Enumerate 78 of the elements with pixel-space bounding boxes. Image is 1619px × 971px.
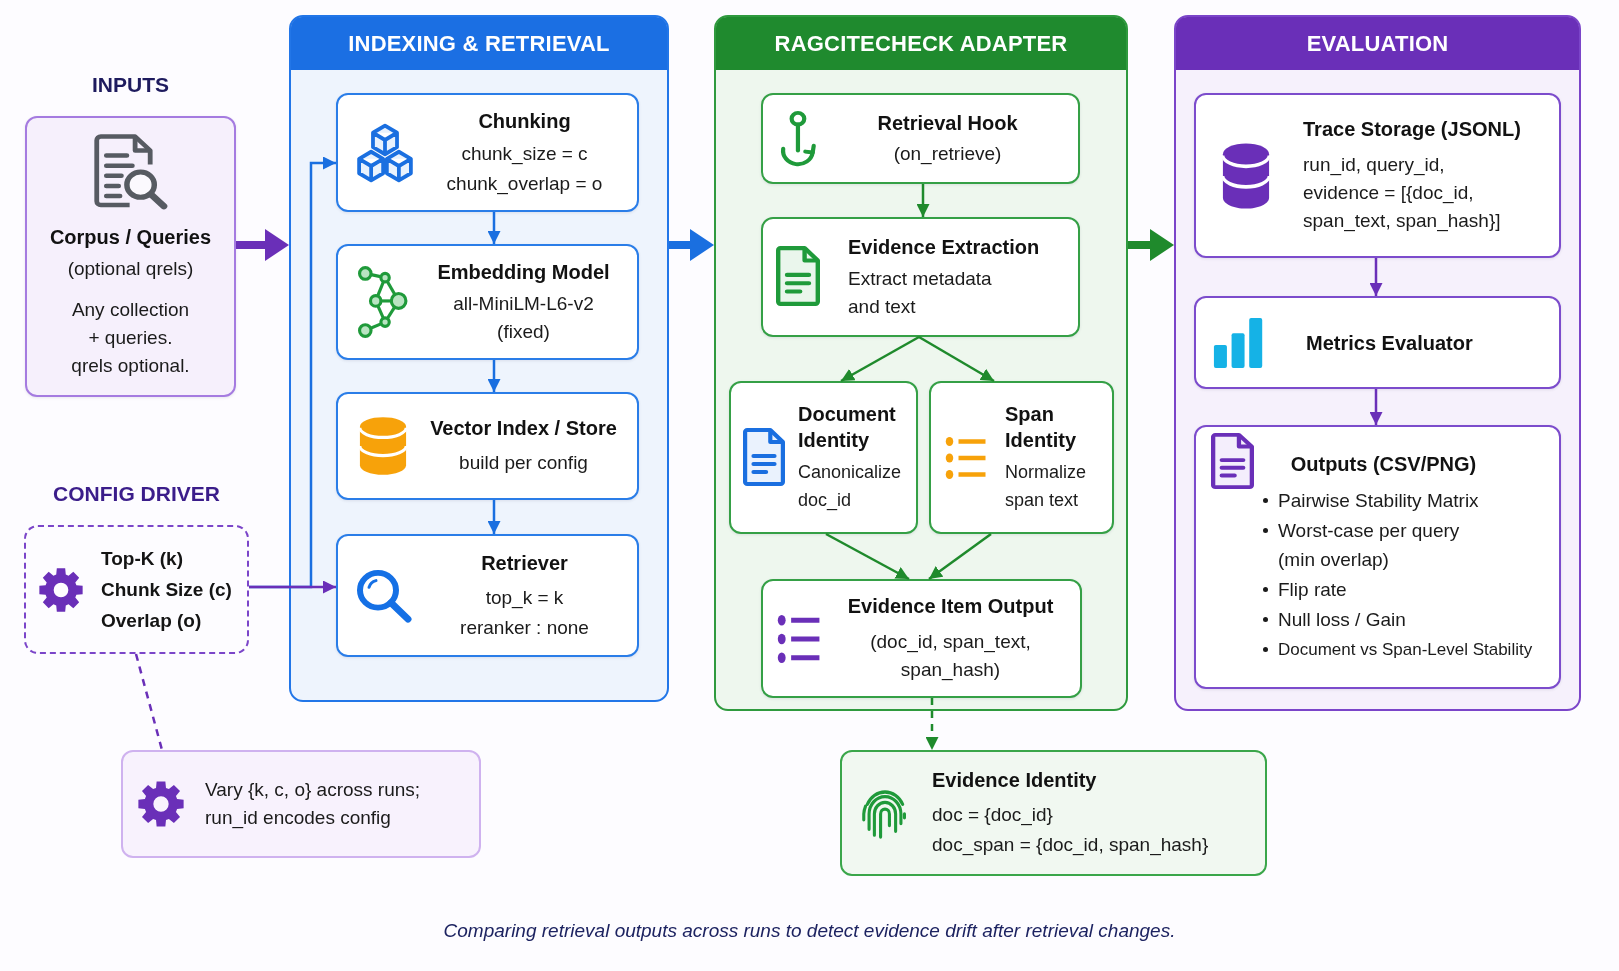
arrow <box>840 335 920 383</box>
process-box <box>1194 296 1561 389</box>
box-title: Retrieval Hook <box>877 110 1018 136</box>
arrow <box>669 229 714 261</box>
arrow <box>925 698 939 750</box>
connector-line <box>134 653 164 751</box>
box-text: Top-K (k) <box>101 547 183 571</box>
box-text: Any collection + queries. qrels optional. <box>70 298 191 378</box>
arrow <box>236 229 289 261</box>
bullet-item: Flip rate <box>1262 575 1347 604</box>
box-title: Chunking <box>478 108 571 134</box>
box-text: Vary {k, c, o} across runs; run_id encodes config <box>205 778 422 831</box>
box-text: Chunk Size (c) <box>101 578 232 602</box>
arrow <box>487 212 501 244</box>
stage-panel <box>714 15 1128 711</box>
caption: Comparing retrieval outputs across runs to detect evidence drift after retrieval changes. <box>443 919 1176 943</box>
box-title: Evidence Identity <box>932 768 1097 793</box>
box-text: top_k = k <box>485 585 564 611</box>
arrow <box>487 360 501 392</box>
box-text: Extract metadata and text <box>848 266 993 319</box>
note-box <box>121 750 481 858</box>
panel-header: RAGCITECHECK ADAPTER <box>716 17 1126 70</box>
section-heading: CONFIG DRIVER <box>53 481 220 507</box>
box-text: chunk_size = c <box>461 141 588 167</box>
bullet-item: Null loss / Gain <box>1262 605 1406 634</box>
arrow <box>918 335 995 383</box>
note-box <box>840 750 1267 876</box>
process-box <box>929 381 1114 534</box>
box-title: Evidence Item Output <box>847 594 1054 619</box>
box-title: Vector Index / Store <box>430 416 617 441</box>
process-box <box>761 93 1080 184</box>
process-box <box>336 534 639 657</box>
bullet-item: Pairwise Stability Matrix <box>1262 486 1479 515</box>
panel-header: INDEXING & RETRIEVAL <box>291 17 667 70</box>
stage-panel <box>1174 15 1581 711</box>
process-box <box>761 217 1080 337</box>
process-box <box>729 381 918 534</box>
box-text: doc = {doc_id} <box>932 803 1053 828</box>
section-heading: INPUTS <box>92 72 169 98</box>
box-title: Span Identity <box>1005 402 1078 453</box>
box-text: chunk_overlap = o <box>446 171 603 197</box>
box-text: Normalize span text <box>1005 461 1088 512</box>
box-title: Document Identity <box>798 402 897 453</box>
arrow <box>916 184 930 217</box>
arrow <box>1369 389 1383 425</box>
box-text: (on_retrieve) <box>893 141 1002 167</box>
process-box <box>336 244 639 360</box>
arrow <box>487 500 501 534</box>
box-text: Canonicalize doc_id <box>798 461 903 513</box>
arrow <box>928 533 992 580</box>
bullet-item: Document vs Span-Level Stability <box>1262 635 1533 664</box>
panel-header: EVALUATION <box>1176 17 1579 70</box>
process-box <box>1194 93 1561 258</box>
arrow <box>249 580 336 594</box>
box-title: Metrics Evaluator <box>1306 330 1473 356</box>
box-title: Evidence Extraction <box>848 234 1040 260</box>
process-box <box>336 392 639 500</box>
process-box <box>1194 425 1561 689</box>
box-text: run_id, query_id, evidence = [{doc_id, span_text, span_hash}] <box>1303 153 1502 234</box>
box-text: all-MiniLM-L6-v2 (fixed) <box>452 291 595 344</box>
box-title: Trace Storage (JSONL) <box>1303 117 1521 142</box>
box-title: Outputs (CSV/PNG) <box>1290 452 1477 477</box>
arrow <box>825 532 910 581</box>
box-title: Retriever <box>481 550 568 576</box>
box-text: Overlap (o) <box>101 609 202 633</box>
box-text: (optional qrels) <box>67 257 194 281</box>
process-box <box>336 93 639 212</box>
process-box <box>761 579 1082 698</box>
bullet-item: Worst-case per query (min overlap) <box>1262 516 1488 574</box>
box-title: Corpus / Queries <box>49 225 212 250</box>
stage-panel <box>289 15 669 702</box>
box-text: build per config <box>459 451 588 475</box>
box-title: Embedding Model <box>437 259 610 285</box>
box-text: reranker : none <box>460 615 589 640</box>
box-text: (doc_id, span_text, span_hash) <box>869 630 1032 683</box>
arrow <box>1369 258 1383 296</box>
box-text: doc_span = {doc_id, span_hash} <box>932 833 1209 858</box>
arrow <box>1128 229 1174 261</box>
